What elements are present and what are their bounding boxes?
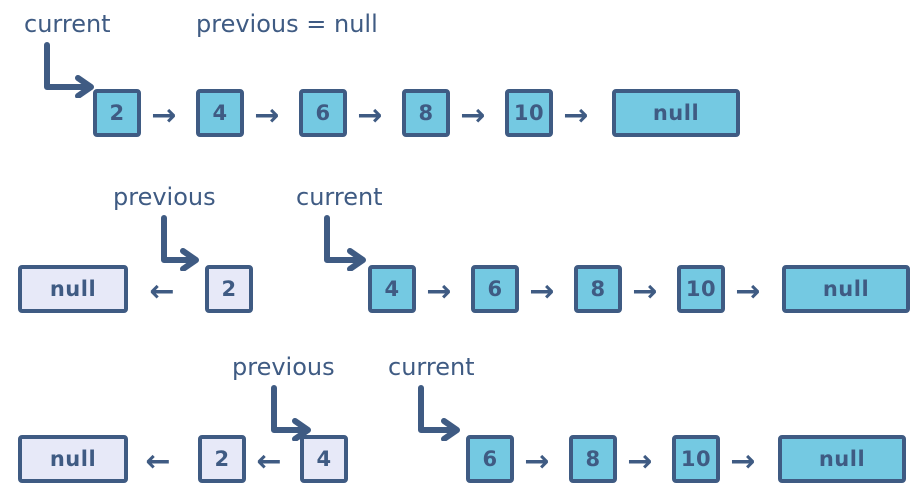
link-arrow-right: → — [151, 98, 177, 133]
list-node: 6 — [466, 435, 514, 483]
previous-label: previous — [232, 353, 335, 381]
link-arrow-right: → — [563, 98, 589, 133]
previous-label: previous = null — [196, 10, 378, 38]
list-node: 6 — [299, 89, 347, 137]
list-node: 2 — [93, 89, 141, 137]
list-node-null: null — [18, 435, 128, 483]
link-arrow-right: → — [735, 274, 761, 309]
link-arrow-right: → — [254, 98, 280, 133]
current-label: current — [296, 183, 383, 211]
list-node: 8 — [574, 265, 622, 313]
link-arrow-right: → — [632, 274, 658, 309]
step-1-row: current previous = null 2 → 4 → 6 → 8 → … — [0, 0, 920, 170]
previous-pointer-arrow — [161, 215, 199, 271]
list-node-null: null — [612, 89, 740, 137]
list-node: 10 — [505, 89, 553, 137]
list-node: 8 — [569, 435, 617, 483]
list-node: 2 — [198, 435, 246, 483]
link-arrow-right: → — [426, 274, 452, 309]
link-arrow-left: ← — [256, 444, 282, 479]
current-pointer-arrow — [324, 215, 366, 271]
link-arrow-right: → — [357, 98, 383, 133]
list-node: 4 — [196, 89, 244, 137]
link-arrow-right: → — [627, 444, 653, 479]
current-label: current — [388, 353, 475, 381]
list-node-null: null — [18, 265, 128, 313]
link-arrow-right: → — [524, 444, 550, 479]
list-node: 4 — [300, 435, 348, 483]
link-arrow-right: → — [529, 274, 555, 309]
list-node-null: null — [778, 435, 906, 483]
list-node: 2 — [205, 265, 253, 313]
link-arrow-right: → — [460, 98, 486, 133]
list-node: 10 — [672, 435, 720, 483]
list-node: 6 — [471, 265, 519, 313]
list-node: 10 — [677, 265, 725, 313]
step-2-row: previous current null ← 2 4 → 6 → 8 → 10… — [0, 180, 920, 340]
list-node-null: null — [782, 265, 910, 313]
step-3-row: previous current null ← 2 ← 4 6 → 8 → 10… — [0, 350, 920, 483]
current-label: current — [24, 10, 111, 38]
list-node: 4 — [368, 265, 416, 313]
link-arrow-left: ← — [145, 444, 171, 479]
current-pointer-arrow — [418, 385, 460, 441]
list-node: 8 — [402, 89, 450, 137]
current-pointer-arrow — [44, 42, 94, 98]
previous-label: previous — [113, 183, 216, 211]
previous-pointer-arrow — [271, 385, 311, 441]
link-arrow-left: ← — [149, 274, 175, 309]
link-arrow-right: → — [730, 444, 756, 479]
